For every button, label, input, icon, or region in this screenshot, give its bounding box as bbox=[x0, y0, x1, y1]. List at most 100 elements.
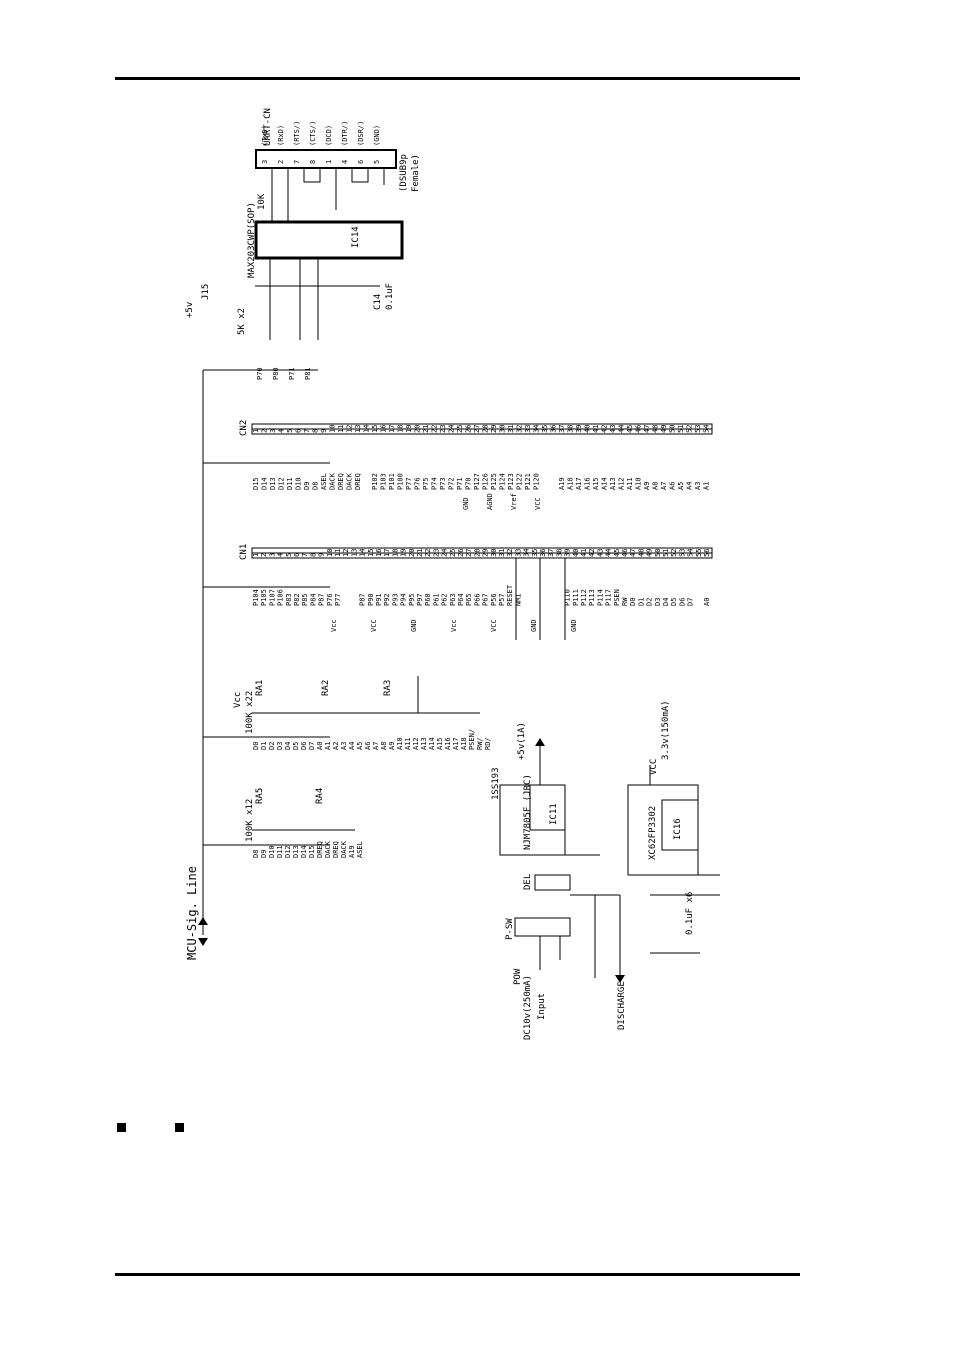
cn1-pin-number: 51 bbox=[662, 549, 670, 557]
cn2-pin-number: 39 bbox=[575, 425, 583, 433]
cn1-pin-number: 22 bbox=[424, 549, 432, 557]
cn2-pin-number: 44 bbox=[618, 425, 626, 433]
cn2-pin-number: 28 bbox=[482, 425, 490, 433]
cn1-signal-label: P65 bbox=[465, 593, 473, 606]
cn1-signal-label: P97 bbox=[416, 593, 424, 606]
cn1-pin-number: 52 bbox=[670, 549, 678, 557]
cn2-pin-number: 51 bbox=[677, 425, 685, 433]
cn2-pin-number: 1 bbox=[252, 429, 260, 433]
cn2-signal-label: P122 bbox=[516, 473, 524, 490]
ra-addr-signal: A2 bbox=[332, 742, 340, 750]
cn1-pin-number: 32 bbox=[506, 549, 514, 557]
uart-pin-number: 6 bbox=[357, 160, 365, 164]
out-33v: 3.3v(150mA) bbox=[661, 700, 671, 760]
input-label: DC10v(250mA) bbox=[523, 975, 533, 1040]
out-5v: +5v(1A) bbox=[517, 722, 527, 760]
uart-pin-number: 1 bbox=[325, 160, 333, 164]
cn2-pin-number: 48 bbox=[652, 425, 660, 433]
cn1-pin-number: 48 bbox=[637, 549, 645, 557]
cn1-signal-label: P95 bbox=[408, 593, 416, 606]
cn1-pin-number: 31 bbox=[498, 549, 506, 557]
uart-port-label: P70 bbox=[256, 367, 264, 380]
cn1-pin-number: 10 bbox=[326, 549, 334, 557]
cn2-signal-label: P101 bbox=[388, 473, 396, 490]
cn1-signal-label: P104 bbox=[252, 589, 260, 606]
ra-addr-signal: A9 bbox=[388, 742, 396, 750]
cn1-title: CN1 bbox=[239, 544, 249, 560]
cn1-pin-number: 26 bbox=[457, 549, 465, 557]
cn2-pin-number: 30 bbox=[499, 425, 507, 433]
cn1-pin-number: 28 bbox=[473, 549, 481, 557]
ra-addr-signal: A18 bbox=[460, 737, 468, 750]
cn1-signal-label: P87 bbox=[359, 593, 367, 606]
cn1-signal-label: P111 bbox=[572, 589, 580, 606]
cn2-pin-number: 21 bbox=[422, 425, 430, 433]
cn1-signal-label: P56 bbox=[490, 593, 498, 606]
cn1-pin-number: 12 bbox=[342, 549, 350, 557]
cn1-signal-label: P117 bbox=[605, 589, 613, 606]
uart-pin-signal: (TxD) bbox=[261, 125, 269, 146]
cn1-signal-label: P84 bbox=[309, 593, 317, 606]
cn2-pin-number: 8 bbox=[312, 429, 320, 433]
cn2-signal-label: P75 bbox=[422, 477, 430, 490]
ra-data-signal: D13 bbox=[292, 845, 300, 858]
cn2-signal-label: D11 bbox=[286, 477, 294, 490]
ra-data-signal: D9 bbox=[260, 850, 268, 858]
uart-pin-signal: (DTR/) bbox=[341, 121, 349, 146]
cn2-pin-number: 5 bbox=[286, 429, 294, 433]
cn1-pin-number: 14 bbox=[359, 549, 367, 557]
cn2-pin-number: 53 bbox=[694, 425, 702, 433]
uart-port-label: P71 bbox=[288, 367, 296, 380]
cn1-pin-number: 50 bbox=[654, 549, 662, 557]
cn1-pin-number: 18 bbox=[391, 549, 399, 557]
cn1-pin-number: 19 bbox=[400, 549, 408, 557]
uart-resistor-value: 10K bbox=[257, 193, 267, 210]
cn1-pin-number: 37 bbox=[547, 549, 555, 557]
uart-pin-signal: (DCD) bbox=[325, 125, 333, 146]
cn2-pin-number: 41 bbox=[592, 425, 600, 433]
cn1-pin-number: 53 bbox=[678, 549, 686, 557]
uart-pin-number: 4 bbox=[341, 160, 349, 164]
wiring bbox=[202, 149, 720, 978]
cn2-pin-number: 13 bbox=[354, 425, 362, 433]
cn1-pin-number: 7 bbox=[301, 553, 309, 557]
cn2-pin-number: 36 bbox=[550, 425, 558, 433]
uart-jumper-label: +5v bbox=[185, 302, 195, 318]
cn1-power-label: GND bbox=[530, 619, 538, 632]
cn1-signal-label: PSEN bbox=[613, 589, 621, 606]
cn1-signal-label: P114 bbox=[596, 589, 604, 606]
ra-addr-signal: A4 bbox=[348, 742, 356, 750]
cn1-pin-number: 30 bbox=[490, 549, 498, 557]
cn2-signal-label: DREQ bbox=[354, 473, 362, 490]
cn2-pin-number: 3 bbox=[269, 429, 277, 433]
cn2-signal-label: D12 bbox=[278, 477, 286, 490]
uart-driver-ref: IC14 bbox=[351, 226, 361, 248]
cn2-pin-number: 50 bbox=[669, 425, 677, 433]
cn2-power-label: AGND bbox=[486, 493, 494, 510]
cn2-signal-label: A19 bbox=[558, 477, 566, 490]
uart-port-label: P81 bbox=[304, 367, 312, 380]
cn1-signal-label: P63 bbox=[449, 593, 457, 606]
cn1-pin-number: 16 bbox=[375, 549, 383, 557]
cn2-pin-number: 32 bbox=[516, 425, 524, 433]
ra-addr-signal: A15 bbox=[436, 737, 444, 750]
cn2-signal-label: P126 bbox=[482, 473, 490, 490]
cn2-signal-label: D13 bbox=[269, 477, 277, 490]
cn1-signal-label: P85 bbox=[301, 593, 309, 606]
cn1-pin-number: 45 bbox=[613, 549, 621, 557]
cn1-signal-label: D0 bbox=[629, 598, 637, 606]
cn2-pin-number: 31 bbox=[507, 425, 515, 433]
cn1-pin-number: 36 bbox=[539, 549, 547, 557]
cn2-pin-number: 22 bbox=[431, 425, 439, 433]
signal-arrows bbox=[198, 738, 625, 983]
cn1-signal-label: D1 bbox=[637, 598, 645, 606]
cn1-signal-label: P66 bbox=[473, 593, 481, 606]
cn1-signal-label: P76 bbox=[326, 593, 334, 606]
uart-pin-labels: 3(TxD)2(RxD)7(RTS/)8(CTS/)1(DCD)4(DTR/)6… bbox=[256, 121, 381, 380]
cn2-pin-number: 25 bbox=[456, 425, 464, 433]
bullet-marker bbox=[175, 1123, 184, 1132]
reg1-part: NJM7805F (JRC) bbox=[523, 774, 533, 850]
cn2-pin-number: 12 bbox=[346, 425, 354, 433]
cn1-signal-label: D6 bbox=[678, 598, 686, 606]
